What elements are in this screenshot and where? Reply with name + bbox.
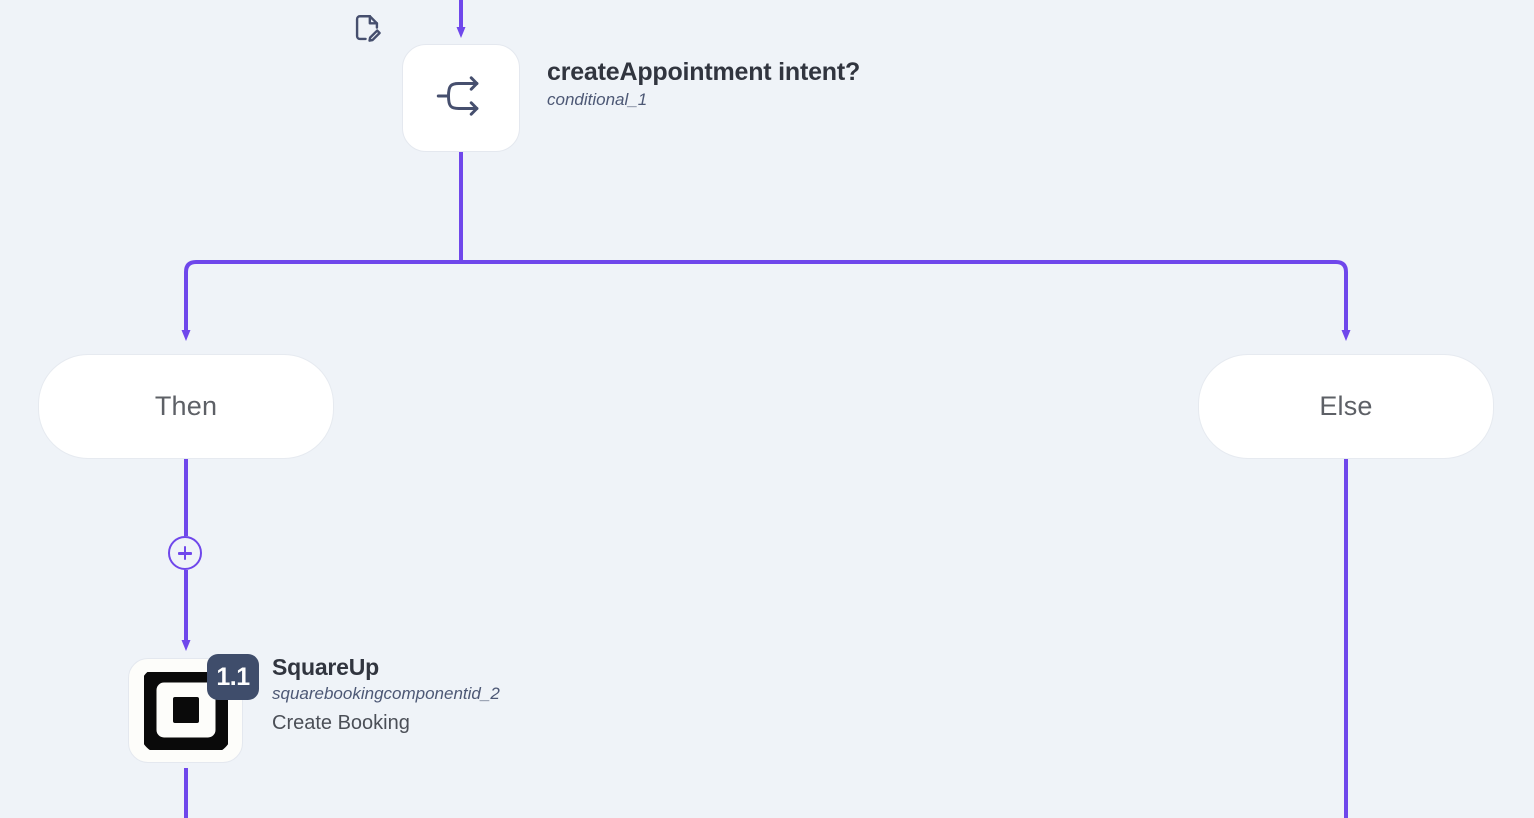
component-step-badge: 1.1 (207, 654, 259, 700)
connector-split-bar (181, 260, 1351, 341)
conditional-node-subtitle: conditional_1 (547, 90, 648, 109)
branch-split-icon (436, 74, 486, 123)
branch-label-then: Then (154, 391, 218, 421)
conditional-node-labels: createAppointment intent? conditional_1 (547, 56, 1107, 112)
squareup-logo (139, 665, 232, 754)
conditional-node-card[interactable] (402, 44, 520, 152)
branch-box-else[interactable]: Else (1198, 354, 1494, 459)
component-node-description: Create Booking (272, 712, 410, 734)
conditional-node-title: createAppointment intent? (547, 58, 861, 86)
component-node-title: SquareUp (272, 654, 380, 680)
add-step-button[interactable] (168, 536, 202, 570)
branch-box-then[interactable]: Then (38, 354, 334, 459)
component-node-subtitle: squarebookingcomponentid_2 (272, 684, 500, 703)
component-node-labels: SquareUp squarebookingcomponentid_2 Crea… (272, 652, 872, 740)
branch-label-else: Else (1319, 391, 1373, 421)
document-edit-icon[interactable] (350, 12, 384, 46)
